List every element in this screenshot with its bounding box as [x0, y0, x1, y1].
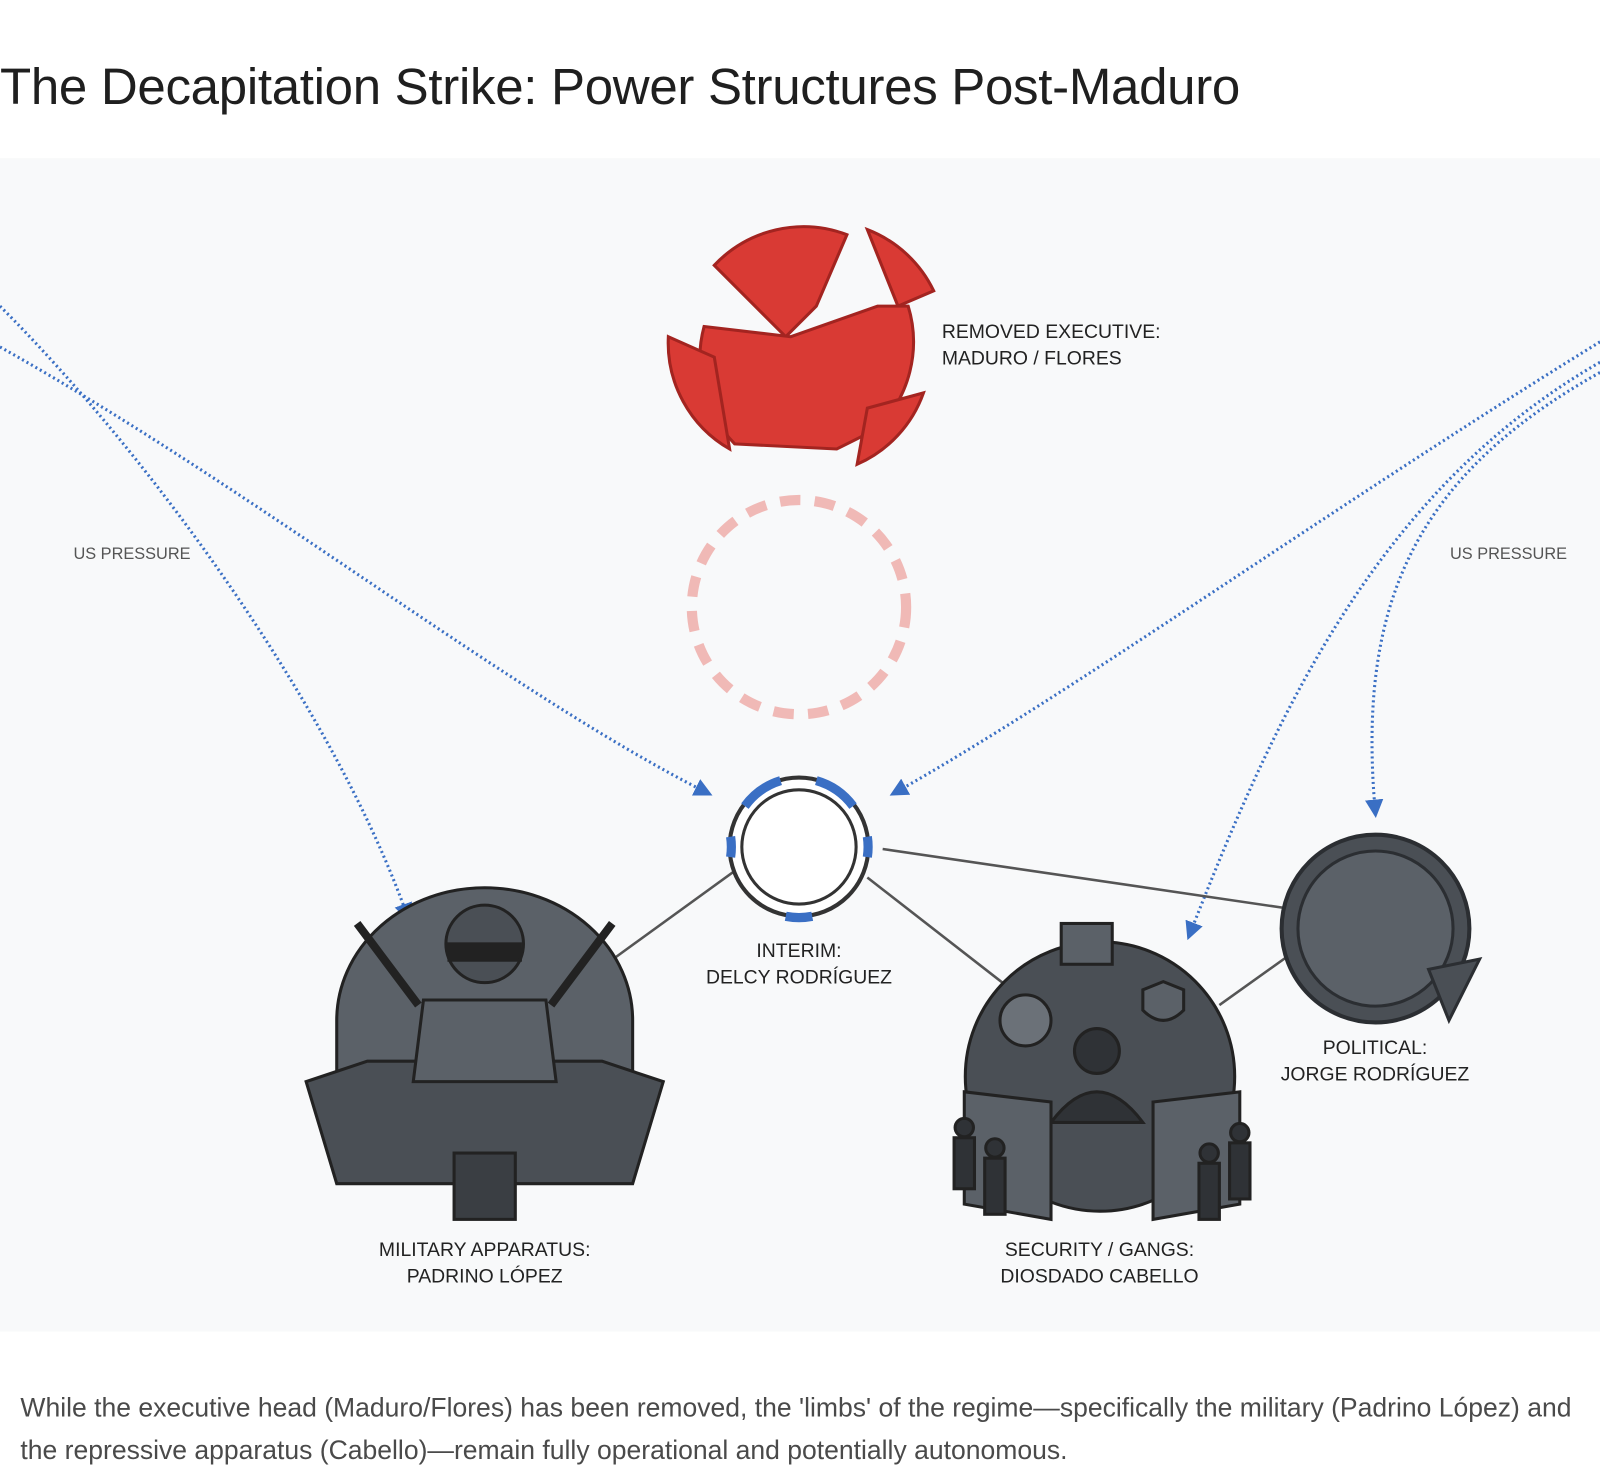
us-pressure-arrows [0, 305, 1600, 941]
pressure-arrow-political [1365, 371, 1600, 818]
label-interim: INTERIM: DELCY RODRÍGUEZ [697, 939, 901, 992]
label-line: PADRINO LÓPEZ [406, 1266, 563, 1288]
caption: While the executive head (Maduro/Flores)… [20, 1391, 1572, 1466]
pressure-arrow-security [1185, 360, 1600, 941]
page-title: The Decapitation Strike: Power Structure… [0, 58, 1240, 116]
label-line: MILITARY APPARATUS: [378, 1239, 591, 1262]
label-line: SECURITY / GANGS: [1004, 1239, 1195, 1262]
label-military: MILITARY APPARATUS: PADRINO LÓPEZ [362, 1238, 607, 1291]
label-line: DELCY RODRÍGUEZ [705, 967, 892, 989]
label-removed-executive: REMOVED EXECUTIVE: MADURO / FLORES [942, 319, 1161, 372]
label-line: POLITICAL: [1322, 1037, 1428, 1060]
interim-ring-icon [726, 775, 873, 923]
military-fortress-icon [304, 886, 666, 1221]
label-us-pressure-left: US PRESSURE [73, 545, 191, 564]
label-line: MADURO / FLORES [941, 347, 1122, 370]
political-circle-icon [1279, 832, 1483, 1025]
pressure-arrow-military [0, 305, 412, 922]
vacant-ring-icon [686, 494, 912, 720]
connector-lines [591, 847, 1292, 1007]
label-us-pressure-right: US PRESSURE [1449, 545, 1568, 564]
label-line: INTERIM: [756, 940, 842, 963]
surveillance-dome-icon [952, 921, 1252, 1222]
label-security: SECURITY / GANGS: DIOSDADO CABELLO [974, 1238, 1224, 1291]
label-line: REMOVED EXECUTIVE: [941, 321, 1161, 343]
label-political: POLITICAL: JORGE RODRÍGUEZ [1260, 1036, 1490, 1089]
pressure-arrow-interim-left [0, 345, 713, 796]
shattered-circle-icon [666, 225, 936, 467]
label-line: JORGE RODRÍGUEZ [1280, 1064, 1470, 1086]
label-line: DIOSDADO CABELLO [1000, 1266, 1199, 1288]
